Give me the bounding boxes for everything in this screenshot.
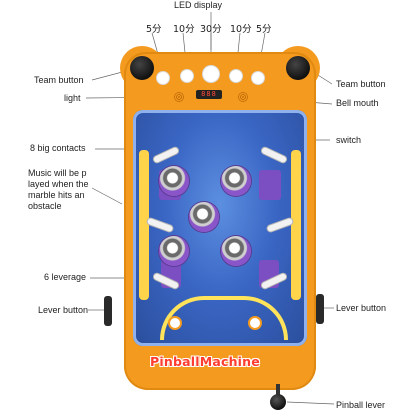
- right-rail: [291, 150, 301, 300]
- contact-bumper: [159, 166, 189, 196]
- lever-button-left[interactable]: [104, 296, 112, 326]
- score-button-5[interactable]: [252, 72, 264, 84]
- score-button-1[interactable]: [157, 72, 169, 84]
- label-music-note: Music will be p layed when the marble hi…: [28, 168, 89, 211]
- score-button-3[interactable]: [203, 66, 219, 82]
- light-icon: [174, 92, 184, 102]
- label-light: light: [64, 93, 81, 103]
- label-lever-button-right: Lever button: [336, 303, 387, 313]
- label-pinball-lever: Pinball lever: [336, 400, 386, 410]
- obstacle-deco: [259, 170, 281, 200]
- score-button-4[interactable]: [230, 70, 242, 82]
- score-label-3: 30分: [200, 24, 222, 35]
- score-label-5: 5分: [256, 24, 272, 35]
- pinball-lever-knob[interactable]: [270, 394, 286, 410]
- label-switch: switch: [336, 135, 362, 145]
- leverage-flipper: [266, 217, 294, 233]
- score-button-2[interactable]: [181, 70, 193, 82]
- score-label-1: 5分: [146, 24, 162, 35]
- label-bell-mouth: Bell mouth: [336, 98, 379, 108]
- label-lever-button-left: Lever button: [38, 305, 89, 315]
- label-team-button-right: Team button: [336, 79, 386, 89]
- score-label-4: 10分: [230, 24, 252, 35]
- leverage-flipper: [152, 146, 180, 164]
- peg: [170, 318, 180, 328]
- label-team-button-left: Team button: [34, 75, 84, 85]
- peg: [250, 318, 260, 328]
- label-led-display: LED display: [174, 0, 223, 10]
- leverage-flipper: [260, 146, 288, 164]
- lever-button-right[interactable]: [316, 294, 324, 324]
- contact-bumper: [159, 236, 189, 266]
- playfield: [133, 110, 307, 346]
- score-label-2: 10分: [173, 24, 195, 35]
- label-big-contacts: 8 big contacts: [30, 143, 86, 153]
- bell-mouth-icon: [238, 92, 248, 102]
- contact-bumper: [189, 202, 219, 232]
- pinball-lever-shaft: [276, 384, 280, 396]
- left-rail: [139, 150, 149, 300]
- pinball-machine-logo: PinballMachine: [150, 354, 260, 369]
- led-display: 888: [196, 90, 222, 99]
- leverage-flipper: [146, 217, 174, 233]
- contact-bumper: [221, 166, 251, 196]
- contact-bumper: [221, 236, 251, 266]
- label-leverage: 6 leverage: [44, 272, 87, 282]
- team-button-right[interactable]: [286, 56, 310, 80]
- team-button-left[interactable]: [130, 56, 154, 80]
